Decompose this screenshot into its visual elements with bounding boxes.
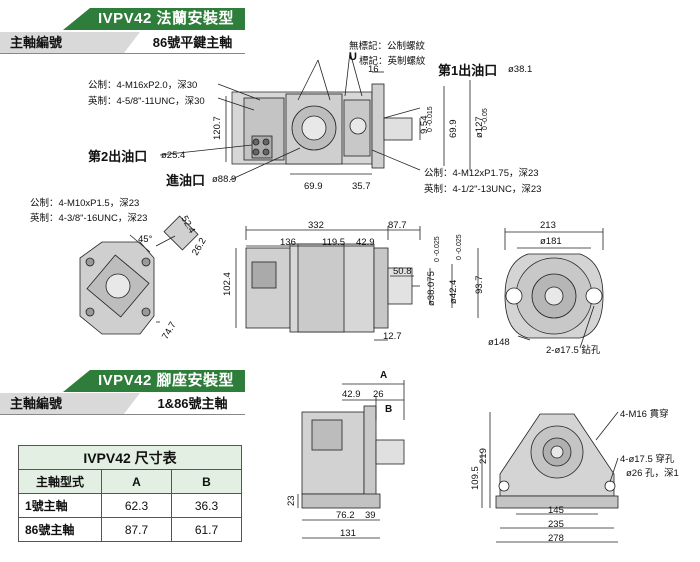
- inch-4-3-8: 英制：4-3/8"-16UNC，深23: [30, 213, 148, 224]
- dim-145: 145: [548, 505, 564, 516]
- metric-4m10: 公制：4-M10xP1.5，深23: [30, 198, 140, 209]
- flange-detail: [79, 215, 199, 335]
- section2-sub-left: 主軸編號: [0, 393, 140, 415]
- table-row: 1號主軸 62.3 36.3: [18, 493, 242, 518]
- dim-127-tol: 0 -0.05: [482, 108, 489, 130]
- section1-sub-left: 主軸編號: [0, 32, 140, 54]
- dim-42-9-side: 42.9: [356, 237, 375, 248]
- dim-213: 213: [540, 220, 556, 231]
- dim-219: 219: [478, 448, 489, 464]
- dim-12-7: 12.7: [383, 331, 402, 342]
- table-cell-b: 36.3: [171, 493, 242, 518]
- table-col-a: A: [101, 469, 172, 494]
- dim-332: 332: [308, 220, 324, 231]
- section1-banner-title: IVPV42 法蘭安裝型: [98, 10, 235, 27]
- dim-109-5: 109.5: [470, 466, 481, 490]
- dim-16: 16: [368, 64, 379, 75]
- section2-subheader: 主軸編號 1&86號主軸: [0, 393, 245, 415]
- dim-26-foot: 26: [373, 389, 384, 400]
- dim-181: ø181: [540, 236, 562, 247]
- label-B: B: [385, 404, 393, 415]
- thread-none-mark: 無標記：公制螺紋: [349, 41, 426, 52]
- top-view: [159, 51, 471, 181]
- section2-banner-title: IVPV42 腳座安裝型: [98, 372, 235, 389]
- dimension-table: IVPV42 尺寸表 主軸型式 A B 1號主軸 62.3 36.3 86號主軸…: [18, 445, 242, 542]
- dim-35-7: 35.7: [352, 181, 371, 192]
- outlet2-label: 第2出油口: [88, 149, 148, 164]
- table-row: 86號主軸 87.7 61.7: [18, 517, 242, 542]
- section1-sub-right: 86號平鍵主軸: [152, 35, 233, 50]
- metric-4m16: 公制：4-M16xP2.0，深30: [88, 80, 198, 91]
- inlet-size: ø88.9: [212, 174, 237, 185]
- dim-102-4: 102.4: [222, 272, 233, 296]
- table-title: IVPV42 尺寸表: [18, 445, 242, 470]
- thread-u-letter: U: [349, 51, 357, 63]
- section1-subheader: 主軸編號 86號平鍵主軸: [0, 32, 245, 54]
- dim-42-tol: 0 -0.025: [456, 234, 463, 260]
- dim-69-9-v: 69.9: [448, 119, 459, 139]
- dim-38-075: ø38.075: [426, 271, 437, 306]
- dim-42-9-foot: 42.9: [342, 389, 361, 400]
- dim-119-5: 119.5: [322, 237, 346, 248]
- section2-sub-right: 1&86號主軸: [157, 396, 228, 411]
- section1-banner: IVPV42 法蘭安裝型: [0, 8, 245, 30]
- dim-131: 131: [340, 528, 356, 539]
- foot-holes: 4-ø17.5 穿孔: [620, 454, 675, 465]
- front-view: [504, 228, 604, 349]
- outlet1-label: 第1出油口: [438, 63, 498, 78]
- dim-42-4: ø42.4: [448, 279, 459, 304]
- dim-38-tol: 0 -0.025: [434, 236, 441, 262]
- dim-235: 235: [548, 519, 564, 530]
- dim-76-2: 76.2: [336, 510, 355, 521]
- inch-4-1-2: 英制：4-1/2"-13UNC，深23: [424, 184, 542, 195]
- inlet-label: 進油口: [166, 173, 206, 188]
- dim-39: 39: [365, 510, 376, 521]
- foot-m16: 4-M16 貫穿: [620, 409, 669, 420]
- table-col-b: B: [171, 469, 242, 494]
- dim-120-7: 120.7: [212, 116, 223, 140]
- table-cell-b: 61.7: [171, 517, 242, 542]
- dim-93-7: 93.7: [474, 275, 485, 295]
- dim-278: 278: [548, 533, 564, 544]
- foot-front-view: [481, 411, 619, 543]
- outlet1-size: ø38.1: [508, 64, 533, 75]
- dim-50-8: 50.8: [393, 266, 412, 277]
- label-A: A: [380, 370, 388, 381]
- outlet2-size: ø25.4: [161, 150, 186, 161]
- dim-23-foot: 23: [286, 495, 297, 506]
- metric-4m12: 公制：4-M12xP1.75，深23: [424, 168, 539, 179]
- dim-69-9-h: 69.9: [304, 181, 323, 192]
- section2-banner: IVPV42 腳座安裝型: [0, 370, 245, 392]
- table-col-model: 主軸型式: [18, 469, 102, 494]
- dim-148: ø148: [488, 337, 510, 348]
- table-cell-a: 87.7: [101, 517, 172, 542]
- dim-87-7: 87.7: [388, 220, 407, 231]
- foot-side-view: [297, 380, 405, 539]
- side-view: [235, 226, 479, 341]
- dim-136: 136: [280, 237, 296, 248]
- dim-45deg: 45°: [138, 234, 153, 245]
- inch-4-5-8: 英制：4-5/8"-11UNC，深30: [88, 96, 205, 107]
- dim-9-54-tol: 0 -0.015: [427, 106, 434, 132]
- thread-u-mark: 標記：英制螺紋: [359, 56, 426, 67]
- foot-counterbore: ø26 孔，深1: [626, 468, 679, 479]
- table-row-name: 86號主軸: [18, 517, 102, 542]
- table-cell-a: 62.3: [101, 493, 172, 518]
- table-row-name: 1號主軸: [18, 493, 102, 518]
- front-holes: 2-ø17.5 鉆孔: [546, 345, 601, 356]
